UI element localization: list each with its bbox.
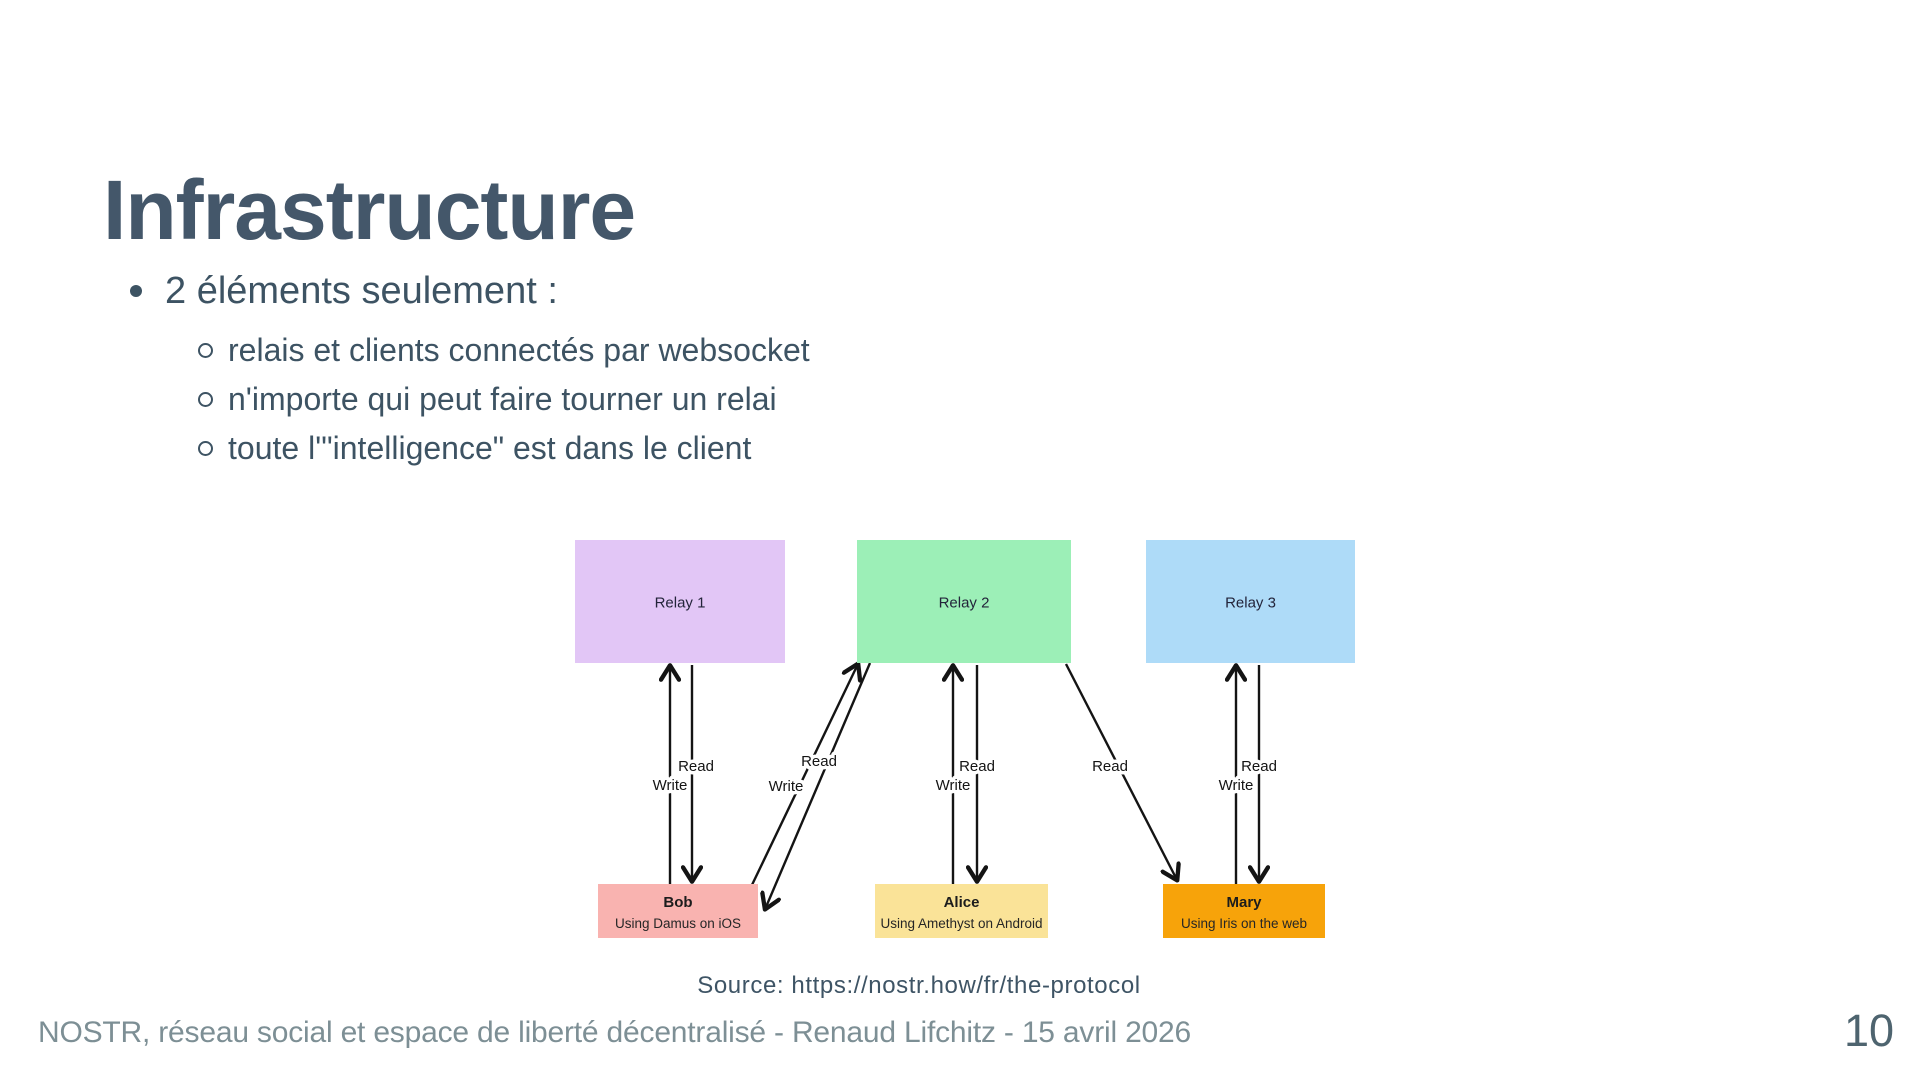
bullet-list: 2 éléments seulement : relais et clients… xyxy=(130,268,1130,473)
client-bob-label: Bob xyxy=(663,894,692,911)
client-bob-box xyxy=(598,884,758,938)
bullet-circle-icon xyxy=(198,343,213,358)
edge-label-relay3-read-mary: Read xyxy=(1241,758,1277,775)
bullet-item-main: 2 éléments seulement : xyxy=(130,268,1130,314)
edge-arrow-bob-write-relay2 xyxy=(749,666,857,888)
relay-1-box xyxy=(575,540,785,663)
relay-3-box xyxy=(1146,540,1355,663)
bullet-item-sub: relais et clients connectés par websocke… xyxy=(198,326,1130,375)
client-alice-box xyxy=(875,884,1048,938)
edge-label-mary-write-relay3: Write xyxy=(1219,777,1254,794)
sub-bullet-text: toute l'"intelligence" est dans le clien… xyxy=(228,430,752,466)
relay-3-label: Relay 3 xyxy=(1225,595,1276,612)
edge-arrow-relay2-read-mary xyxy=(1064,663,1176,878)
relay-1-label: Relay 1 xyxy=(655,595,706,612)
relay-2-label: Relay 2 xyxy=(939,595,990,612)
edge-label-relay1-read-bob: Read xyxy=(678,758,714,775)
edge-label-bob-write-relay1: Write xyxy=(653,777,688,794)
footer-text: NOSTR, réseau social et espace de libert… xyxy=(38,1016,1192,1049)
bullet-circle-icon xyxy=(198,392,213,407)
client-mary-box xyxy=(1163,884,1325,938)
edge-label-relay2-read-mary: Read xyxy=(1092,758,1128,775)
page-title: Infrastructure xyxy=(103,163,636,258)
bullet-dot-icon xyxy=(130,285,142,297)
sub-bullet-list: relais et clients connectés par websocke… xyxy=(198,326,1130,473)
page-number: 10 xyxy=(1843,1005,1894,1056)
bullet-item-sub: toute l'"intelligence" est dans le clien… xyxy=(198,424,1130,473)
client-alice-label: Alice xyxy=(944,894,980,911)
bullet-circle-icon xyxy=(198,441,213,456)
bullet-main-text: 2 éléments seulement : xyxy=(165,270,558,312)
diagram-edges xyxy=(670,663,1259,907)
client-mary-label: Mary xyxy=(1226,894,1262,911)
bullet-item-sub: n'importe qui peut faire tourner un rela… xyxy=(198,375,1130,424)
source-caption: Source: https://nostr.how/fr/the-protoco… xyxy=(697,972,1141,999)
sub-bullet-text: relais et clients connectés par websocke… xyxy=(228,332,810,368)
relay-node-relay-3: Relay 3 xyxy=(1146,540,1355,663)
client-bob-sublabel: Using Damus on iOS xyxy=(615,916,741,931)
edge-label-relay2-read-bob: Read xyxy=(801,753,837,770)
relay-node-relay-1: Relay 1 xyxy=(575,540,785,663)
client-alice-sublabel: Using Amethyst on Android xyxy=(880,916,1042,931)
sub-bullet-text: n'importe qui peut faire tourner un rela… xyxy=(228,381,777,417)
edge-label-relay2-read-alice: Read xyxy=(959,758,995,775)
edge-label-bob-write-relay2: Write xyxy=(769,778,804,795)
edge-label-alice-write-relay2: Write xyxy=(936,777,971,794)
client-mary-sublabel: Using Iris on the web xyxy=(1181,916,1307,931)
edge-arrow-relay2-read-bob xyxy=(766,662,872,907)
relay-2-box xyxy=(857,540,1071,663)
relay-node-relay-2: Relay 2 xyxy=(857,540,1071,663)
